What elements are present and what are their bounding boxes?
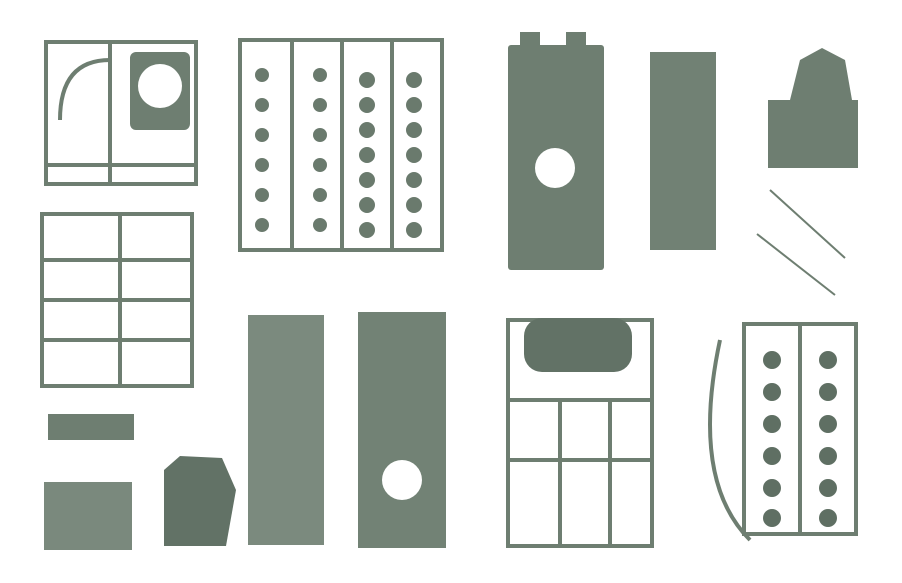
plate-part [48,414,134,440]
hull-floor-part [248,315,324,545]
engine-deck-part [650,52,716,250]
front-hull-part [768,48,858,168]
road-wheels-sprue [238,38,444,252]
track-links [763,351,837,527]
tow-cable [756,233,836,296]
rear-plate-part [44,482,132,550]
tracks-sprue [708,322,858,542]
tow-cable [769,189,846,259]
hull-tub-part [358,312,446,548]
turret-shell-part [524,318,632,372]
turret-front-part [164,456,236,546]
turret-sprue [44,40,198,186]
road-wheels [255,68,422,238]
hull-top-part [508,32,604,270]
small-parts-sprue [40,212,194,388]
